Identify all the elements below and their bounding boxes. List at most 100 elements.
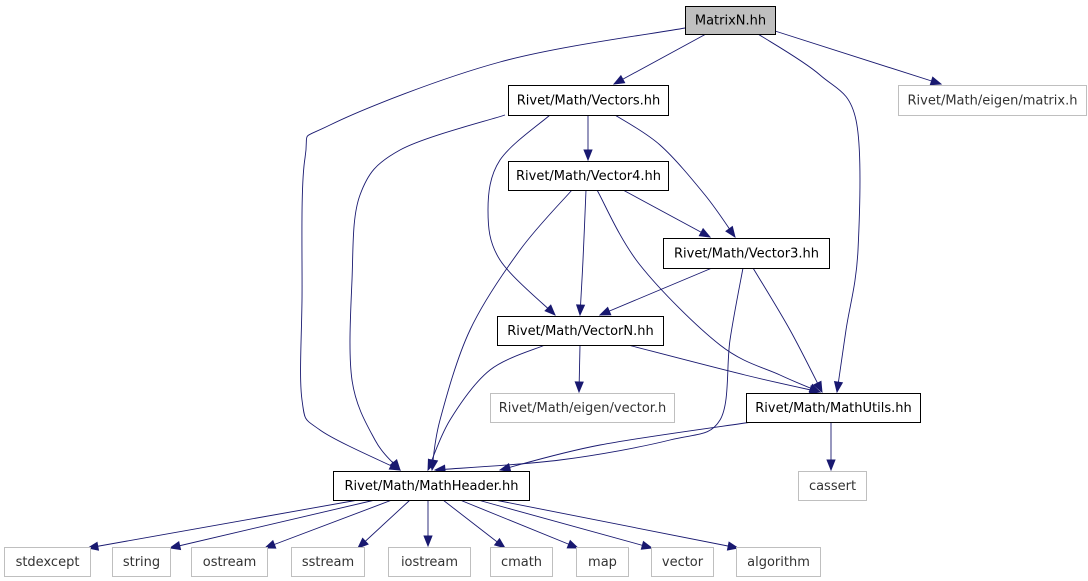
node-box (663, 238, 830, 269)
edge-mathheader-to-ostream (263, 499, 393, 549)
node-box (576, 547, 629, 577)
node-box (191, 547, 268, 577)
edge-mathheader-to-string (168, 499, 376, 551)
edges-layer (86, 27, 943, 551)
node-eigen_vector: Rivet/Math/eigen/vector.h (490, 393, 675, 423)
edge-line (613, 33, 707, 85)
edge-mathheader-to-algorithm (494, 499, 740, 551)
node-box (651, 547, 714, 577)
edge-line (427, 344, 546, 471)
node-ostream: ostream (191, 547, 268, 577)
node-vector: vector (651, 547, 714, 577)
edge-arrowhead (263, 539, 277, 549)
node-vector4[interactable]: Rivet/Math/Vector4.hh (508, 161, 669, 191)
edge-arrowhead (574, 381, 584, 394)
node-vectors[interactable]: Rivet/Math/Vectors.hh (508, 85, 669, 116)
node-label: Rivet/Math/VectorN.hh (507, 324, 653, 339)
edge-arrowhead (498, 462, 512, 473)
edge-line (87, 499, 359, 549)
node-label: Rivet/Math/eigen/vector.h (499, 401, 667, 416)
node-box (798, 471, 867, 501)
edge-line (774, 30, 942, 85)
edge-line (599, 267, 713, 316)
node-eigen_matrix: Rivet/Math/eigen/matrix.h (898, 85, 1087, 116)
edge-matrixn-to-mathutils (757, 33, 861, 394)
edge-arrowhead (640, 540, 654, 550)
node-stdexcept: stdexcept (4, 547, 91, 577)
node-label: Rivet/Math/Vector4.hh (516, 169, 661, 184)
edge-arrowhead (826, 459, 836, 472)
edge-line (357, 499, 411, 549)
node-label: ostream (203, 555, 257, 570)
edge-matrixn-to-eigen_matrix (774, 30, 943, 86)
edge-mathutils-to-mathheader (498, 421, 753, 473)
node-vectorn[interactable]: Rivet/Math/VectorN.hh (497, 316, 664, 346)
edge-vectorn-to-mathutils (627, 344, 822, 395)
edge-mathheader-to-cmath (442, 499, 506, 549)
edge-vector4-to-vector3 (622, 189, 712, 238)
edge-arrowhead (726, 541, 740, 551)
edge-vectors-to-vector4 (583, 115, 593, 162)
edge-line (300, 27, 686, 471)
edge-line (614, 114, 736, 238)
node-label: algorithm (747, 555, 810, 570)
node-label: vector (662, 555, 704, 570)
edge-line (434, 267, 744, 471)
edge-vectorn-to-mathheader (427, 344, 546, 472)
edge-line (264, 499, 393, 549)
edge-arrowhead (808, 385, 822, 395)
edge-mathheader-to-sstream (357, 499, 411, 549)
node-label: Rivet/Math/eigen/matrix.h (908, 94, 1078, 109)
node-box (508, 161, 669, 191)
edge-arrowhead (813, 380, 823, 394)
edge-vectors-to-mathheader (349, 114, 506, 471)
node-label: MatrixN.hh (695, 14, 766, 29)
node-algorithm: algorithm (736, 547, 821, 577)
edge-line (442, 499, 506, 549)
node-box (685, 6, 776, 35)
edge-arrowhead (423, 535, 433, 548)
edge-mathheader-to-stdexcept (86, 499, 359, 551)
edge-line (431, 189, 573, 471)
edge-line (752, 267, 823, 393)
node-mathutils[interactable]: Rivet/Math/MathUtils.hh (746, 393, 921, 423)
node-iostream: iostream (388, 547, 471, 577)
node-box (490, 547, 553, 577)
node-matrixn[interactable]: MatrixN.hh (685, 6, 776, 35)
edge-line (494, 499, 739, 549)
node-box (291, 547, 365, 577)
edge-vectorn-to-eigen_vector (574, 344, 584, 394)
edge-arrowhead (725, 225, 736, 238)
node-box (4, 547, 91, 577)
node-vector3[interactable]: Rivet/Math/Vector3.hh (663, 238, 830, 269)
edge-line (596, 189, 821, 393)
node-label: Rivet/Math/MathHeader.hh (345, 479, 519, 494)
edge-line (579, 189, 587, 316)
edge-arrowhead (493, 537, 506, 549)
node-box (333, 471, 530, 501)
edge-arrowhead (583, 149, 593, 162)
edge-arrowhead (612, 74, 626, 85)
node-sstream: sstream (291, 547, 365, 577)
node-label: string (123, 555, 160, 570)
node-label: Rivet/Math/MathUtils.hh (755, 401, 911, 416)
edge-arrowhead (389, 459, 401, 471)
edge-line (622, 189, 711, 238)
node-label: stdexcept (16, 555, 80, 570)
edge-arrowhead (929, 76, 943, 86)
edge-arrowhead (575, 304, 586, 317)
edge-vector3-to-mathheader (433, 267, 744, 474)
node-cassert: cassert (798, 471, 867, 501)
edge-arrowhead (427, 458, 437, 472)
edge-mathutils-to-cassert (826, 422, 836, 472)
edge-arrowhead (698, 227, 712, 238)
edge-vectors-to-vectorn (487, 114, 556, 316)
node-box (490, 393, 675, 423)
edge-vector4-to-mathutils (596, 189, 822, 393)
node-map: map (576, 547, 629, 577)
node-box (112, 547, 171, 577)
edge-matrixn-to-vectors (612, 33, 707, 85)
edge-line (349, 114, 506, 471)
node-mathheader[interactable]: Rivet/Math/MathHeader.hh (333, 471, 530, 501)
